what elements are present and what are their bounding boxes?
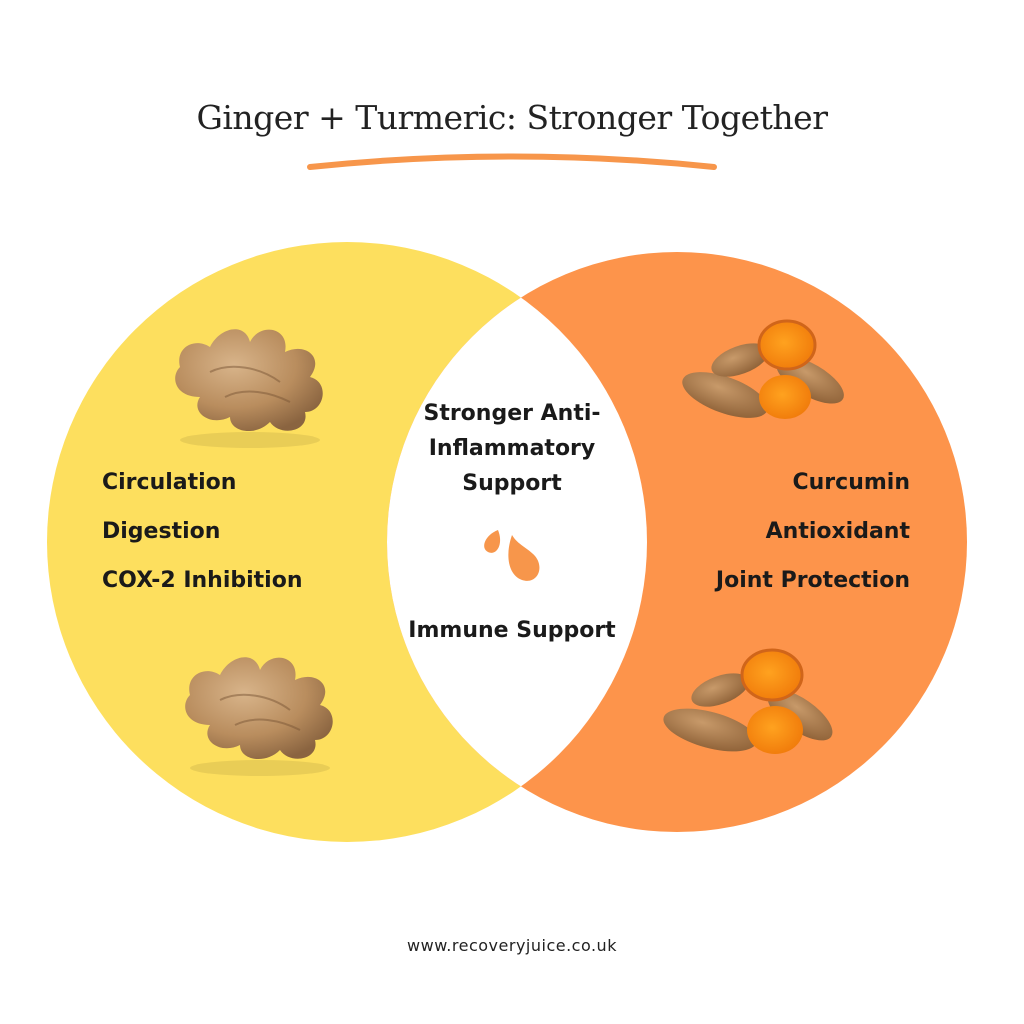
shared-benefit-anti-inflammatory: Stronger Anti-Inflammatory Support [382,396,642,501]
shared-benefit-immune: Immune Support [382,613,642,648]
ginger-benefits-list: Circulation Digestion COX-2 Inhibition [102,458,303,605]
title-underline [310,157,714,168]
list-item: Circulation [102,458,303,507]
list-item: COX-2 Inhibition [102,556,303,605]
list-item: Antioxidant [716,507,910,556]
website-url[interactable]: www.recoveryjuice.co.uk [0,936,1024,955]
turmeric-benefits-list: Curcumin Antioxidant Joint Protection [716,458,910,605]
list-item: Joint Protection [716,556,910,605]
list-item: Curcumin [716,458,910,507]
list-item: Digestion [102,507,303,556]
page-title: Ginger + Turmeric: Stronger Together [0,98,1024,137]
